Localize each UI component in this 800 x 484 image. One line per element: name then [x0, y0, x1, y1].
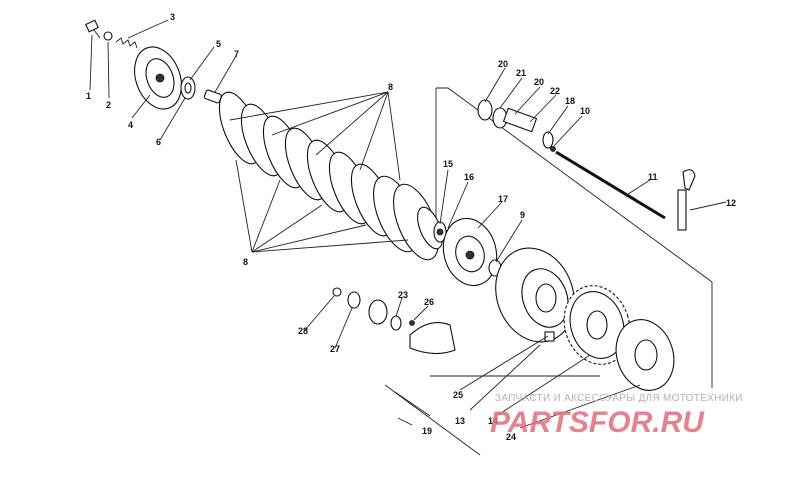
- label-16: 16: [464, 172, 474, 182]
- label-28: 28: [298, 326, 308, 336]
- label-26: 26: [424, 297, 434, 307]
- leader-lines-8: [229, 91, 409, 253]
- watermark-logo: PARTSFOR.RU: [490, 406, 705, 439]
- watermark: ЗАПЧАСТИ И АКСЕССУАРЫ ДЛЯ МОТОТЕХНИКИ PA…: [490, 393, 743, 439]
- part-5-bearing: [180, 76, 196, 100]
- part-3-spring: [115, 37, 138, 49]
- part-2-washer: [103, 31, 113, 41]
- label-12: 12: [726, 198, 736, 208]
- label-6: 6: [156, 137, 161, 147]
- label-8-bottom: 8: [243, 257, 248, 267]
- part-17-clutch-hub: [442, 217, 498, 287]
- label-1: 1: [86, 91, 91, 101]
- part-12-lever: [677, 169, 696, 231]
- label-15: 15: [443, 159, 453, 169]
- housing-outline: [384, 87, 713, 456]
- label-19: 19: [422, 426, 432, 436]
- label-5: 5: [216, 39, 221, 49]
- label-3: 3: [170, 12, 175, 22]
- label-21: 21: [516, 68, 526, 78]
- label-22: 22: [550, 86, 560, 96]
- leader-lines: [89, 19, 727, 429]
- label-13: 13: [455, 416, 465, 426]
- label-24: 24: [506, 432, 516, 442]
- label-9: 9: [520, 210, 525, 220]
- watermark-caption: ЗАПЧАСТИ И АКСЕССУАРЫ ДЛЯ МОТОТЕХНИКИ: [495, 393, 743, 404]
- part-8-clutch-discs: [218, 91, 443, 261]
- part-14-primary-gear: [563, 285, 631, 365]
- part-15-16-hub-parts: [433, 221, 447, 243]
- part-25-nut: [544, 331, 555, 342]
- label-23: 23: [398, 290, 408, 300]
- part-13-clutch-basket: [495, 247, 575, 343]
- label-17: 17: [498, 194, 508, 204]
- part-11-rod: [555, 150, 666, 220]
- label-27: 27: [330, 344, 340, 354]
- label-20-top: 20: [498, 59, 508, 69]
- label-20-mid: 20: [534, 77, 544, 87]
- part-20-22-shaft-set: [477, 99, 554, 149]
- part-labels: 1 2 3 4 5 6 7 8 8 9 10 11 12 13 14 15 16…: [86, 12, 736, 442]
- label-25: 25: [453, 390, 463, 400]
- part-24-cover-plate: [615, 319, 675, 391]
- part-10-ball: [550, 146, 556, 152]
- label-4: 4: [128, 120, 133, 130]
- part-19-shaft-assembly: [332, 287, 456, 355]
- label-14: 14: [488, 416, 498, 426]
- part-4-pressure-plate: [134, 46, 182, 110]
- label-18: 18: [565, 96, 575, 106]
- part-7-pushrod: [203, 89, 222, 104]
- label-2: 2: [106, 100, 111, 110]
- label-10: 10: [580, 106, 590, 116]
- label-11: 11: [648, 172, 658, 182]
- label-8-top: 8: [388, 82, 393, 92]
- part-1-bolt: [85, 19, 101, 39]
- label-7: 7: [234, 49, 239, 59]
